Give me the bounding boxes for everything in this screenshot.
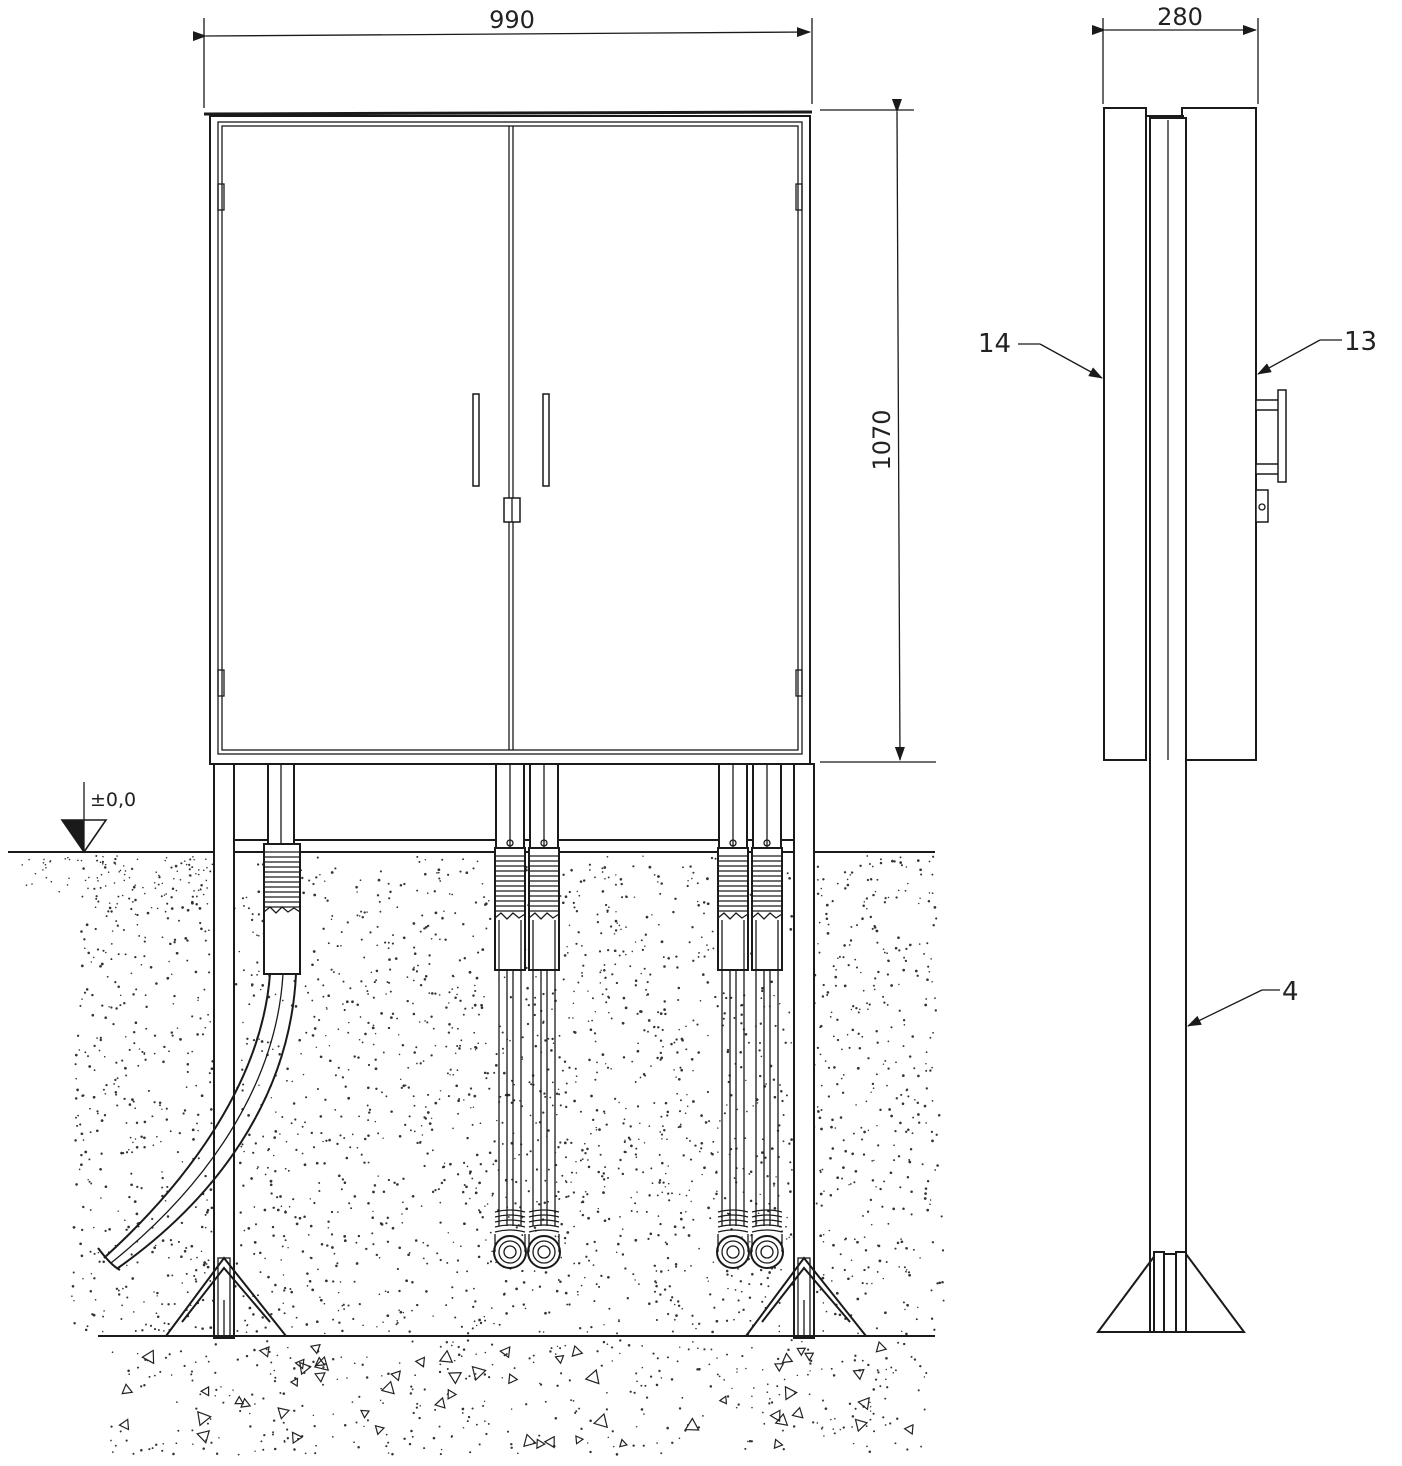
dimension-height: 1070 [820, 98, 936, 763]
dimension-width-label: 990 [489, 6, 535, 34]
level-marker: ±0,0 [60, 782, 136, 854]
dimension-width: 990 [192, 6, 813, 108]
hinge-icon [217, 669, 225, 697]
cabinet-side-view: 280 [1092, 3, 1287, 1333]
svg-text:4: 4 [1282, 977, 1299, 1007]
level-marker-label: ±0,0 [90, 789, 136, 811]
hinge-icon [217, 183, 225, 211]
hinge-icon [795, 183, 803, 211]
callout-13: 13 [1257, 327, 1377, 375]
soil-fill [21, 855, 945, 1336]
dimension-height-label: 1070 [868, 409, 896, 470]
callout-4: 4 [1187, 977, 1299, 1027]
cable-entries [97, 763, 784, 1271]
door-handle-left[interactable] [472, 393, 480, 487]
door-handle-right[interactable] [542, 393, 550, 487]
dimension-depth-label: 280 [1157, 3, 1203, 31]
svg-text:13: 13 [1344, 327, 1377, 357]
gravel-layer [110, 1339, 928, 1456]
cabinet-front-view [203, 110, 813, 765]
hinge-icon [795, 669, 803, 697]
svg-text:14: 14 [978, 329, 1011, 359]
support-legs [164, 763, 869, 1339]
callout-14: 14 [978, 329, 1103, 379]
